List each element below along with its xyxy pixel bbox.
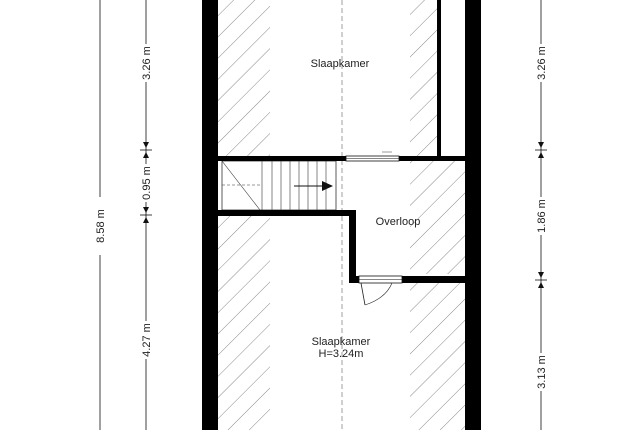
dim-right-bottom: 3.13 m bbox=[536, 355, 548, 389]
dim-left-middle: 0.95 m bbox=[141, 166, 153, 200]
room-height-note: H=3.24m bbox=[319, 348, 364, 360]
wall-landing-bottom-left bbox=[349, 276, 359, 283]
outer-wall-right bbox=[465, 0, 481, 430]
hatch-top-left bbox=[218, 0, 270, 157]
room-label-landing: Overloop bbox=[376, 216, 421, 228]
hatch-landing-right bbox=[410, 160, 465, 274]
staircase bbox=[221, 160, 337, 211]
top-bedroom-inner-wall bbox=[437, 0, 441, 157]
wall-landing-bottom-right bbox=[402, 276, 465, 283]
hatch-bottom-right bbox=[410, 283, 465, 430]
room-label-bottom-bedroom: Slaapkamer bbox=[312, 336, 371, 348]
wall-stair-bottom bbox=[218, 210, 356, 216]
wall-landing-left bbox=[349, 210, 356, 283]
door-bottom-bedroom bbox=[358, 275, 403, 306]
walls bbox=[202, 0, 481, 430]
wall-top-bedroom-right bbox=[399, 156, 465, 161]
dim-total-height: 8.58 m bbox=[95, 209, 107, 243]
dim-left-bottom: 4.27 m bbox=[141, 323, 153, 357]
hatch-top-right bbox=[410, 0, 440, 157]
wall-top-bedroom-left bbox=[218, 156, 346, 161]
sloped-ceiling-hatching bbox=[218, 0, 465, 430]
hatch-bottom-left bbox=[218, 216, 270, 430]
outer-wall-left bbox=[202, 0, 218, 430]
dim-right-middle: 1.86 m bbox=[536, 199, 548, 233]
room-label-top-bedroom: Slaapkamer bbox=[311, 58, 370, 70]
door-top-bedroom bbox=[345, 151, 400, 162]
dim-right-top: 3.26 m bbox=[536, 46, 548, 80]
dim-left-top: 3.26 m bbox=[141, 46, 153, 80]
stair-arrow-icon bbox=[322, 181, 333, 191]
